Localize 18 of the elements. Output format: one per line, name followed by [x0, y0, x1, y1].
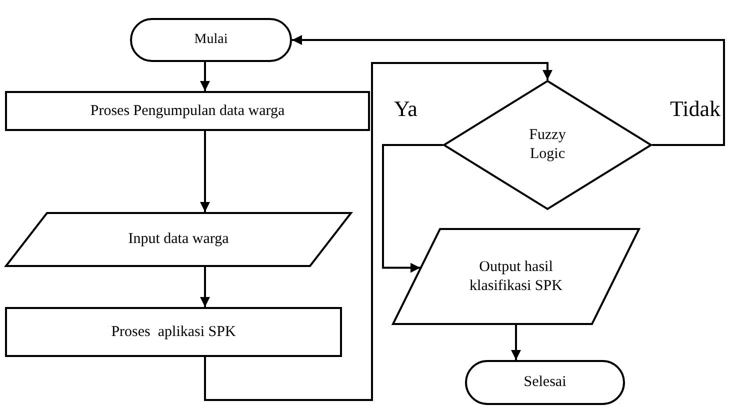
- node-label: Fuzzy Logic: [528, 126, 567, 164]
- process-box: [5, 91, 370, 131]
- arrow: [200, 267, 210, 307]
- terminal-box: [465, 360, 625, 405]
- node-label: Mulai: [194, 31, 228, 49]
- arrow: [382, 144, 443, 273]
- arrow: [511, 325, 521, 360]
- node-label: Proses Pengumpulan data warga: [90, 102, 285, 120]
- node-label: Output hasil klasifikasi SPK: [468, 258, 564, 296]
- arrow: [200, 62, 210, 91]
- arrow: [200, 131, 210, 212]
- node-label: Proses aplikasi SPK: [111, 322, 236, 342]
- terminal-box: [130, 18, 292, 62]
- arrow: [292, 35, 725, 146]
- node-label: Selesai: [524, 373, 566, 392]
- process-box: [5, 307, 342, 357]
- node-label: Input data warga: [127, 230, 230, 249]
- arrow: [204, 62, 552, 401]
